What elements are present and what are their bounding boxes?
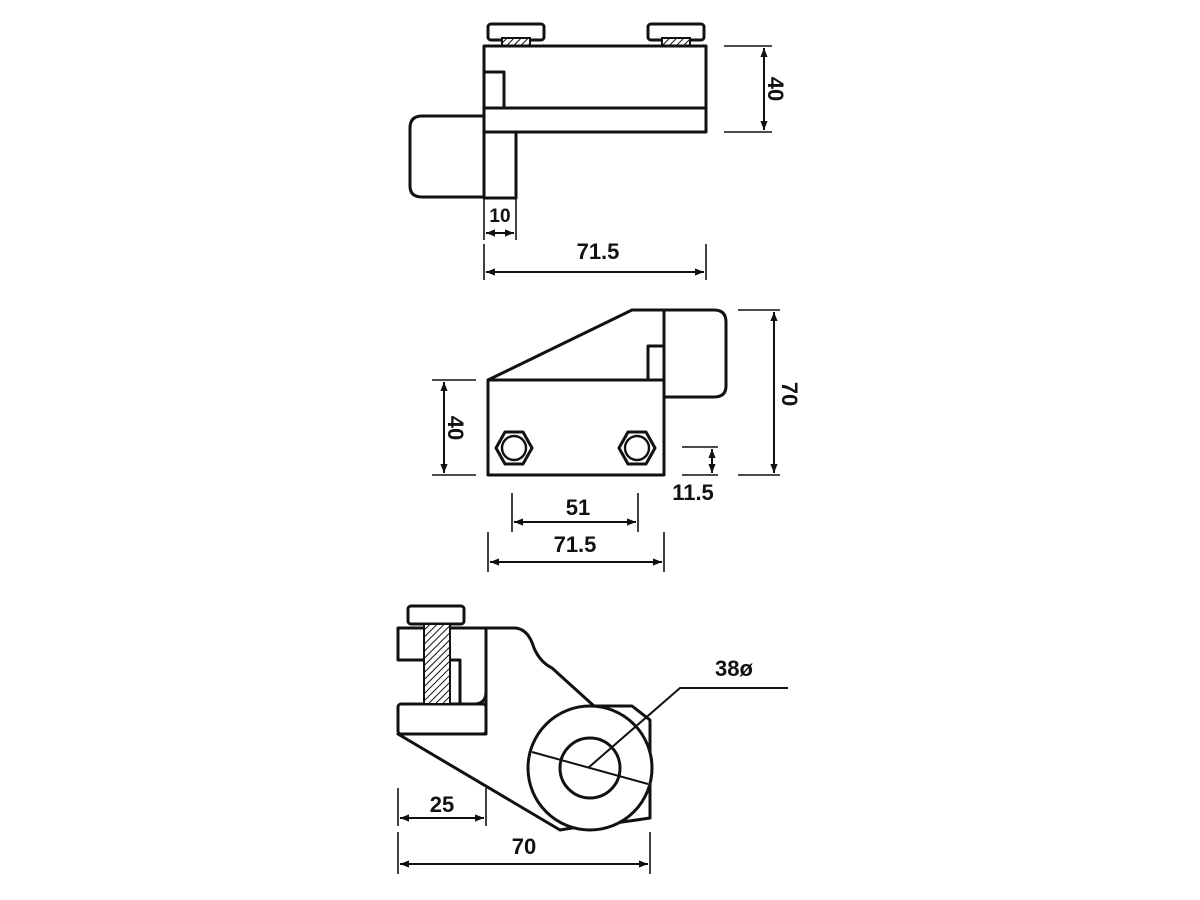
top-view: 40 10 71.5	[408, 22, 788, 280]
top-bolt-left	[486, 22, 546, 47]
front-roller	[662, 308, 728, 399]
side-bolt-shank	[423, 623, 451, 705]
dim-front-length: 71.5	[487, 532, 665, 572]
front-nut-right	[617, 430, 657, 466]
top-notch	[482, 70, 506, 110]
dim-side-clamp-width-label: 25	[430, 792, 454, 817]
dim-front-bolt-spacing: 51	[511, 493, 639, 532]
dim-side-overall-width-label: 70	[512, 834, 536, 859]
dim-side-overall-width: 70	[397, 832, 651, 874]
dim-top-length-label: 71.5	[577, 239, 620, 264]
side-bolt-head	[406, 604, 466, 626]
dim-top-height-label: 40	[763, 77, 788, 101]
top-body	[482, 44, 708, 134]
dim-front-total-height: 70	[738, 309, 802, 476]
dim-front-bolt-spacing-label: 51	[566, 495, 590, 520]
dim-front-height: 40	[432, 379, 476, 476]
front-view: 40 70 11.5 51 71.5	[432, 308, 802, 572]
dim-front-length-label: 71.5	[554, 532, 597, 557]
top-bolt-right	[646, 22, 706, 47]
dim-side-diameter: 38ø	[531, 656, 788, 785]
dim-side-diameter-label: 38ø	[715, 656, 753, 681]
dim-side-clamp-width: 25	[397, 788, 487, 826]
dim-front-bolt-offset: 11.5	[672, 446, 718, 505]
front-slope	[486, 308, 666, 382]
side-clamp-jaw	[396, 626, 488, 706]
dim-top-length: 71.5	[483, 239, 707, 280]
front-nut-left	[494, 430, 534, 466]
top-tab	[482, 130, 518, 200]
dim-top-tab-label: 10	[489, 206, 510, 227]
side-view: 38ø 25 70	[396, 604, 788, 874]
dim-front-bolt-offset-label: 11.5	[672, 480, 714, 505]
dim-front-height-label: 40	[443, 416, 468, 440]
dim-top-height: 40	[724, 45, 788, 133]
top-roller	[408, 114, 486, 199]
dim-top-tab: 10	[483, 198, 517, 240]
side-clamp-plate	[396, 702, 488, 736]
dim-front-total-height-label: 70	[777, 382, 802, 406]
